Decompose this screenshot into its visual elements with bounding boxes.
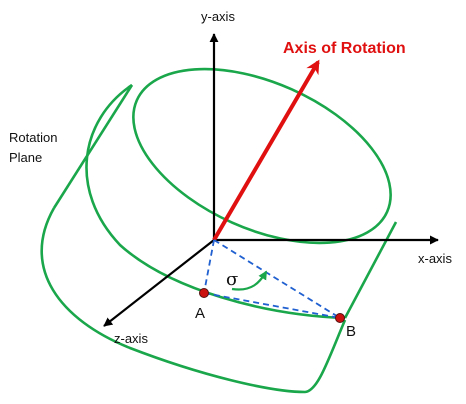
cylinder-top-ellipse	[132, 67, 392, 245]
x-axis-label: x-axis	[418, 251, 452, 266]
rotation-plane-label-line2: Plane	[9, 150, 42, 165]
guide-line-b	[213, 239, 341, 319]
rotation-plane-label-line1: Rotation	[9, 130, 57, 145]
cylinder-right-edge	[343, 221, 398, 319]
angle-sigma-label: σ	[226, 269, 238, 290]
cylinder	[40, 67, 398, 394]
y-axis-label: y-axis	[201, 9, 235, 24]
point-a-label: A	[195, 305, 205, 322]
z-axis-label: z-axis	[114, 331, 148, 346]
axis-of-rotation-label: Axis of Rotation	[283, 40, 406, 57]
guide-line-a	[203, 239, 215, 294]
point-b-label: B	[346, 323, 356, 340]
point-a-marker	[199, 288, 209, 298]
axis-of-rotation-arrow	[212, 59, 320, 242]
guide-lines	[203, 239, 341, 319]
point-b-marker	[335, 313, 345, 323]
angle-arc	[231, 270, 267, 291]
z-axis-line	[103, 239, 215, 327]
guide-line-ab	[203, 292, 341, 319]
axes	[103, 33, 439, 327]
cylinder-left-edge	[52, 84, 134, 209]
rotation-plane-curve	[85, 83, 346, 320]
cylinder-bottom-curve	[40, 207, 347, 394]
